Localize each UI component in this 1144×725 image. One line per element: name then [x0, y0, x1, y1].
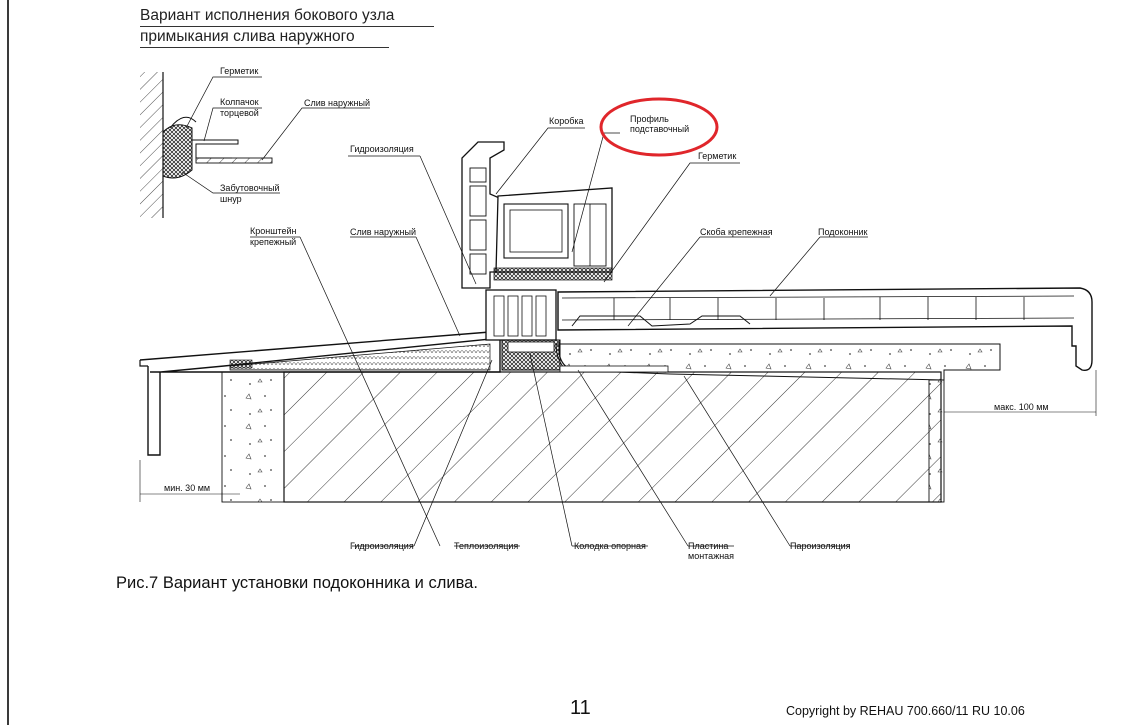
label-mount-plate-2: монтажная	[688, 551, 734, 561]
inset-label-filler-cord-1: Забутовочный	[220, 183, 280, 193]
label-sealant: Герметик	[698, 151, 736, 161]
main-section	[139, 141, 1097, 503]
label-vapor-barrier: Пароизоляция	[790, 541, 851, 551]
label-sill: Подоконник	[818, 227, 868, 237]
main-labels: Коробка Профиль подставочный Герметик Ги…	[164, 114, 1049, 561]
label-base-profile-1: Профиль	[630, 114, 669, 124]
inset-label-end-cap-2: торцевой	[220, 108, 259, 118]
label-bracket-2: крепежный	[250, 237, 296, 247]
leader-lines	[250, 127, 868, 547]
inset-label-outer-drip: Слив наружный	[304, 98, 370, 108]
inset-label-filler-cord-2: шнур	[220, 194, 242, 204]
inset-label-sealant: Герметик	[220, 66, 258, 76]
page-edge	[7, 0, 9, 725]
label-max-overhang: макс. 100 мм	[994, 402, 1049, 412]
label-outer-drip: Слив наружный	[350, 227, 416, 237]
section-title: Вариант исполнения бокового узла примыка…	[140, 6, 435, 48]
copyright-notice: Copyright by REHAU 700.660/11 RU 10.06	[786, 704, 1025, 718]
label-bracket-1: Кронштейн	[250, 226, 296, 236]
label-support-block: Колодка опорная	[574, 541, 646, 551]
label-fixing-clip: Скоба крепежная	[700, 227, 773, 237]
inset-detail: Герметик Колпачок торцевой Слив наружный…	[140, 66, 370, 218]
label-mount-plate-1: Пластина	[688, 541, 728, 551]
label-base-profile-2: подставочный	[630, 124, 689, 134]
page-number: 11	[570, 697, 591, 719]
inset-label-end-cap-1: Колпачок	[220, 97, 259, 107]
label-frame: Коробка	[549, 116, 584, 126]
label-min-overhang: мин. 30 мм	[164, 483, 210, 493]
label-waterproofing-bottom: Гидроизоляция	[350, 541, 414, 551]
highlight-ellipse	[599, 97, 719, 157]
label-insulation: Теплоизоляция	[454, 541, 518, 551]
section-title-line-2: примыкания слива наружного	[140, 27, 389, 48]
figure-caption: Рис.7 Вариант установки подоконника и сл…	[116, 574, 478, 592]
label-waterproofing-top: Гидроизоляция	[350, 144, 414, 154]
